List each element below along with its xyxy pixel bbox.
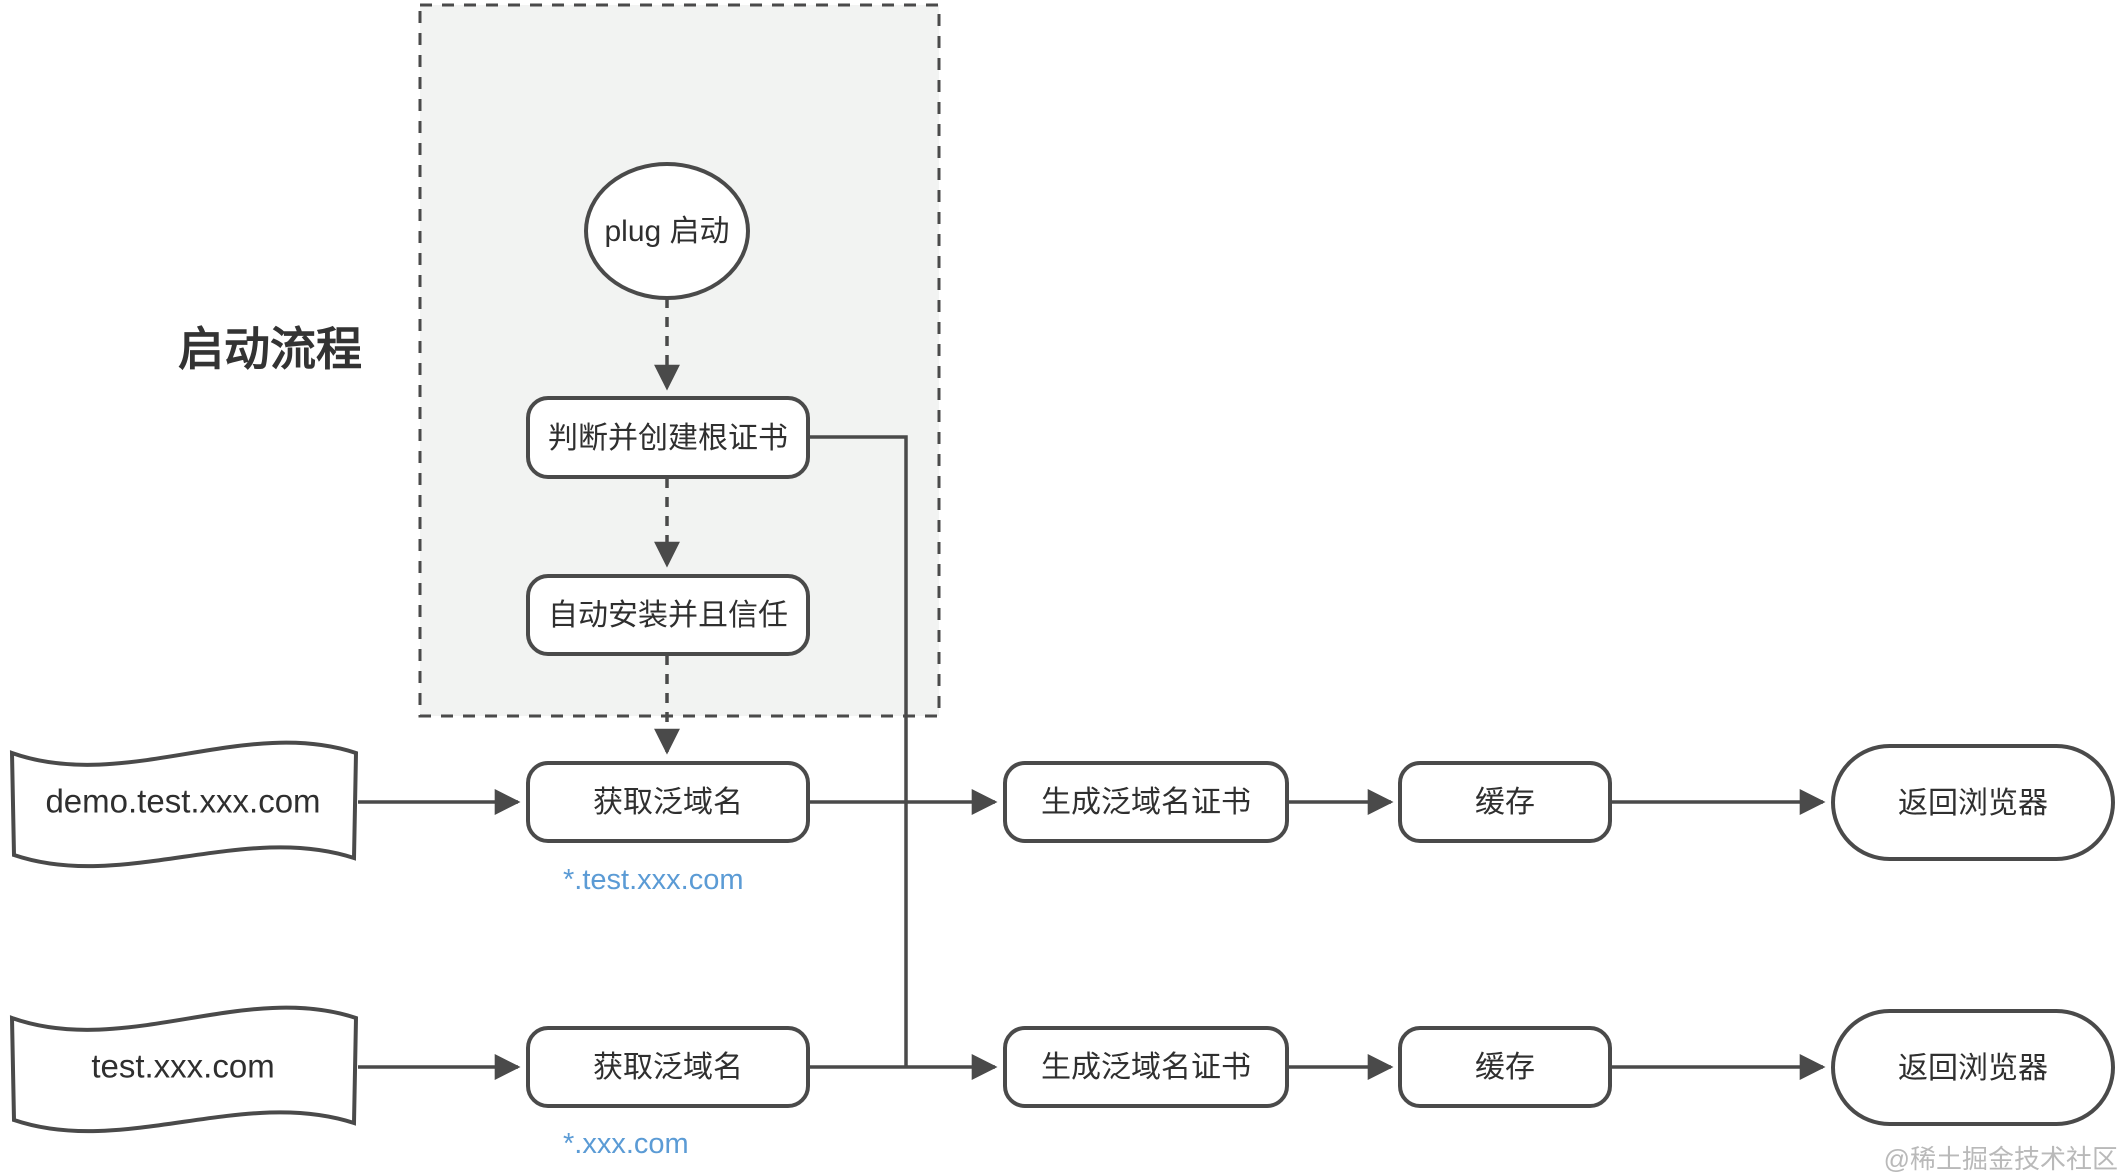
row2-source-label: test.xxx.com [91,1048,274,1085]
row1-return-browser-label: 返回浏览器 [1898,787,2048,820]
row1-source-label: demo.test.xxx.com [45,783,320,820]
row2-source-node [9,1005,359,1134]
row2-gen-cert-label: 生成泛域名证书 [1041,1051,1251,1084]
row2-return-browser-label: 返回浏览器 [1898,1052,2048,1085]
row2-get-wildcard-label: 获取泛域名 [593,1051,743,1084]
row1-return-browser-node [1831,744,2115,861]
start-node-label: plug 启动 [604,215,729,248]
row1-source-node [9,740,359,869]
create-root-cert-label: 判断并创建根证书 [548,422,788,455]
row2-cache-label: 缓存 [1475,1051,1535,1084]
row1-gen-cert-label: 生成泛域名证书 [1041,786,1251,819]
row1-get-wildcard-label: 获取泛域名 [593,786,743,819]
row1-wildcard-domain-label: *.test.xxx.com [563,864,744,896]
start-node [584,162,750,300]
create-root-cert-node [526,396,810,479]
watermark: @稀土掘金技术社区 [1884,1144,2118,1174]
section-title: 启动流程 [178,323,362,375]
auto-install-trust-label: 自动安装并且信任 [548,599,788,632]
auto-install-trust-node [526,574,810,656]
row2-wildcard-domain-label: *.xxx.com [563,1128,689,1160]
edge-rootcert-to-row2 [808,435,908,1067]
row1-cache-label: 缓存 [1475,786,1535,819]
row2-return-browser-node [1831,1009,2115,1126]
